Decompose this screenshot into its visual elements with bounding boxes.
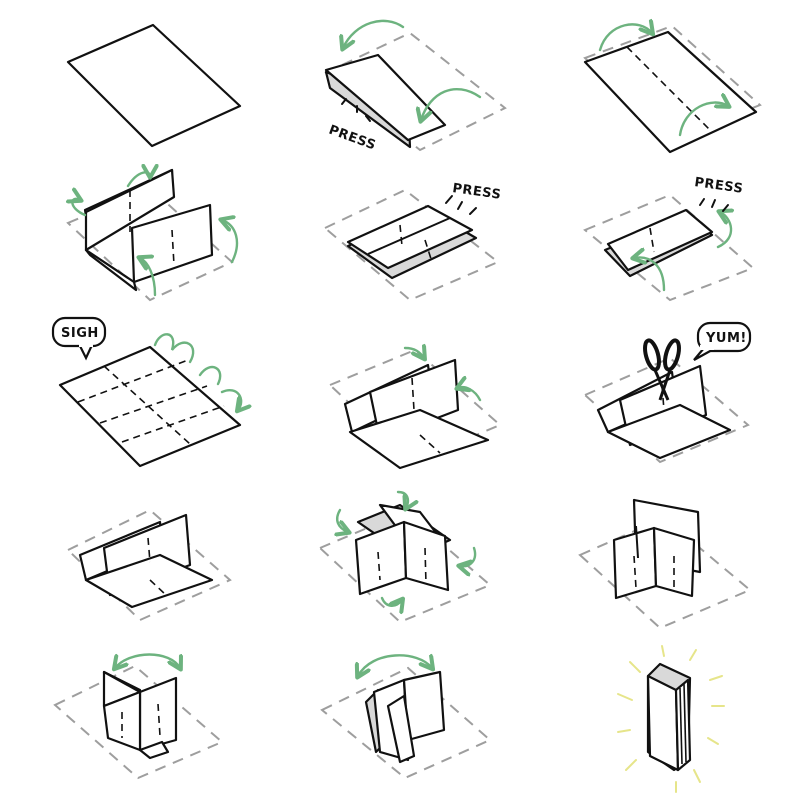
curved-arrow-icon — [421, 87, 482, 120]
curved-arrow-icon — [634, 257, 666, 292]
step-7-unfold-completely: SIGH — [51, 316, 241, 468]
curved-arrow-icon — [380, 598, 402, 606]
step-10-refold-lengthwise — [66, 508, 232, 622]
curved-arrow-icon — [220, 389, 241, 410]
curved-arrow-icon — [153, 333, 195, 364]
sigh-label: SIGH — [61, 326, 99, 341]
step-1-blank-sheet — [66, 23, 242, 148]
curved-arrow-icon — [678, 103, 728, 137]
curved-arrow-icon — [358, 655, 432, 676]
step-2-fold-half: PRESS — [323, 19, 507, 154]
step-6-fold-half-again: PRESS — [583, 175, 755, 302]
curved-arrow-icon — [343, 19, 405, 48]
curved-arrow-icon — [460, 546, 477, 566]
speech-bubble-icon: SIGH — [51, 316, 107, 361]
scissors-icon — [643, 338, 681, 401]
step-9-cut-slit: YUM! — [583, 321, 752, 464]
step-12-star-shape — [578, 498, 752, 630]
speech-bubble-icon: YUM! — [693, 321, 752, 361]
yum-label: YUM! — [705, 331, 747, 346]
curved-arrow-icon — [126, 172, 150, 188]
curved-arrow-icon — [115, 653, 180, 669]
curved-arrow-icon — [458, 387, 482, 402]
curved-arrow-icon — [72, 199, 87, 217]
step-3-unfold-refold — [583, 24, 762, 154]
curved-arrow-icon — [337, 508, 348, 532]
press-label-1: PRESS — [327, 123, 378, 154]
step-13-fold-pages — [53, 653, 224, 780]
curved-arrow-icon — [198, 365, 222, 386]
step-5-pressed-flat: PRESS — [323, 181, 502, 302]
step-15-finished-booklet — [617, 645, 725, 793]
curved-arrow-icon — [396, 490, 408, 508]
press-label-3: PRESS — [693, 175, 744, 197]
step-11-push-ends — [318, 490, 492, 624]
press-label-2: PRESS — [451, 181, 502, 203]
curved-arrow-icon — [222, 220, 239, 264]
curved-arrow-icon — [403, 348, 424, 358]
step-8-fold-widthwise — [328, 348, 502, 470]
curved-arrow-icon — [140, 258, 157, 297]
step-14-arrange-pages — [320, 655, 492, 780]
curved-arrow-icon — [598, 24, 652, 52]
curved-arrow-icon — [718, 212, 731, 249]
step-4-edges-to-center — [68, 170, 239, 302]
